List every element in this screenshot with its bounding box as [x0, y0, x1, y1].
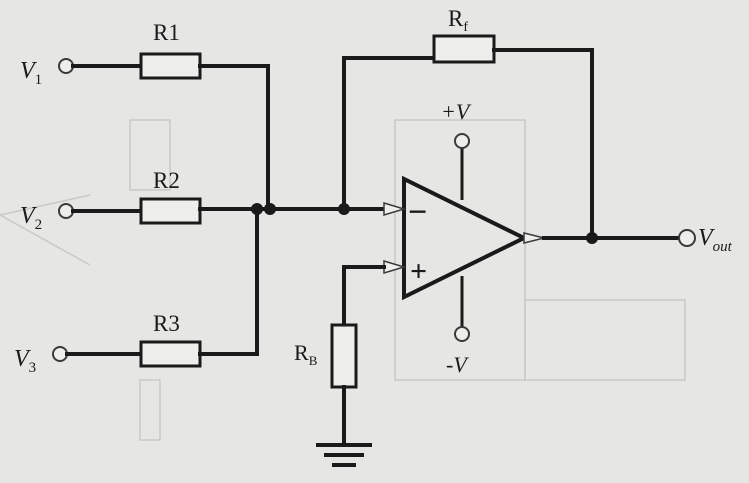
pos-supply-label: +V: [441, 99, 472, 124]
v3-terminal: [52, 346, 68, 362]
junction-dot-r1: [264, 203, 276, 215]
r2-resistor: [139, 197, 202, 225]
v2-terminal: [58, 203, 74, 219]
v3-label: V3: [14, 346, 36, 376]
rf-label: Rf: [448, 6, 468, 35]
noninverting-sign: +: [410, 255, 427, 288]
noninverting-input-arrow: [383, 259, 407, 275]
junction-dot-output: [586, 232, 598, 244]
v1-terminal: [58, 58, 74, 74]
feedback-right-wire: [492, 48, 594, 240]
r1-label: R1: [153, 20, 180, 45]
inverting-sign: −: [408, 194, 427, 231]
v2-label: V2: [20, 203, 42, 233]
opamp-triangle: [402, 175, 529, 301]
pos-supply-terminal: [454, 133, 470, 149]
vout-terminal: [678, 229, 696, 247]
neg-supply-terminal: [454, 326, 470, 342]
vout-label: Vout: [698, 225, 733, 255]
rb-top-wire: [342, 265, 386, 327]
junction-dot-r3: [251, 203, 263, 215]
rf-resistor: [432, 34, 496, 64]
r1-resistor: [139, 52, 202, 80]
r3-resistor: [139, 340, 202, 368]
output-arrow: [523, 232, 545, 244]
rb-resistor: [330, 323, 358, 389]
r2-label: R2: [153, 168, 180, 193]
r1-to-node-wire: [198, 64, 270, 210]
rb-label: RB: [294, 340, 318, 368]
background-texture: [0, 119, 686, 441]
neg-supply-label: -V: [446, 352, 469, 377]
feedback-left-wire: [342, 56, 436, 211]
v1-label: V1: [20, 58, 42, 88]
inverting-input-arrow: [383, 201, 407, 217]
r3-label: R3: [153, 311, 180, 336]
ground-symbol: [316, 443, 372, 467]
r3-to-node-wire: [198, 208, 259, 356]
